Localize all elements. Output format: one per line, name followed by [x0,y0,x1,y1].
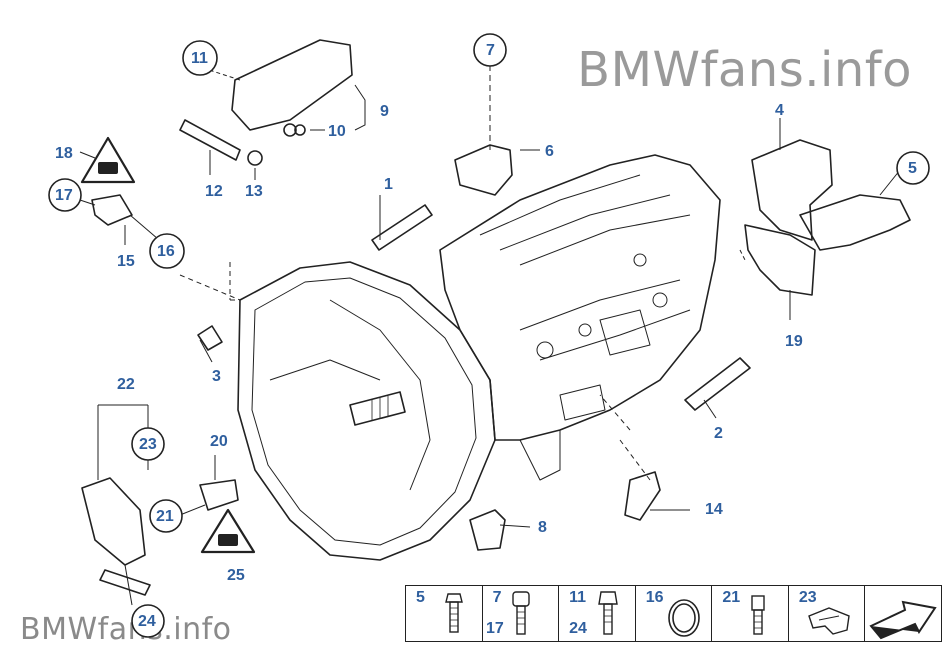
shield-22 [81,477,146,566]
part-label-2: 2 [714,425,723,442]
legend-cell-11-24: 11 24 [559,586,636,641]
legend-top-label: 16 [645,589,664,606]
legend-cell-arrow [865,586,941,641]
bell-housing [237,261,496,561]
mount-5 [799,194,911,251]
switch-14 [624,471,661,521]
part-label-10: 10 [328,123,346,140]
sensor-15 [91,194,133,226]
bolt-icon [445,593,463,633]
watermark-bottom: BMWfans.info [20,612,232,647]
part-label-16: 16 [157,243,175,260]
legend-top-label: 21 [722,589,741,606]
legend-cell-21: 21 [712,586,789,641]
part-label-22: 22 [117,376,135,393]
watermark-top: BMWfans.info [577,42,912,98]
part-label-21: 21 [156,508,174,525]
part-label-12: 12 [205,183,223,200]
part-label-25: 25 [227,567,245,584]
part-label-6: 6 [545,143,554,160]
bracket-19 [744,224,816,296]
bolt-icon [598,591,618,635]
part-label-15: 15 [117,253,135,270]
legend-top-label: 11 [569,589,587,606]
sensor-8 [469,509,506,551]
arrow-icon [869,600,938,640]
parts-legend-strip: 5 17 7 11 24 16 21 23 [405,585,942,642]
actuator-9 [231,39,353,131]
part-label-24: 24 [138,613,156,630]
legend-bottom-label: 24 [569,620,587,637]
part-label-23: 23 [139,436,157,453]
sensor-6 [454,144,513,196]
sensor-21 [199,479,239,511]
seal-ring-icon [667,599,700,637]
bolt-icon [511,591,530,635]
part-label-9: 9 [380,103,389,120]
part-label-14: 14 [705,501,723,518]
part-label-4: 4 [775,102,784,119]
part-label-17: 17 [55,187,73,204]
part-label-19: 19 [785,333,803,350]
stud-icon [751,595,766,635]
legend-cell-5-17: 5 17 [406,586,504,641]
gearbox-body [439,154,721,441]
legend-bottom-label: 17 [486,620,504,637]
part-label-5: 5 [908,160,917,177]
part-label-11: 11 [191,50,208,67]
legend-cell-16: 16 [636,586,713,641]
part-label-3: 3 [212,368,221,385]
legend-top-label: 23 [798,589,817,606]
legend-top-label: 5 [416,589,425,606]
legend-cell-7: 7 [483,586,560,641]
part-label-1: 1 [384,176,393,193]
part-label-18: 18 [55,145,73,162]
part-label-8: 8 [538,519,547,536]
legend-cell-23: 23 [789,586,866,641]
mount-4 [751,139,833,241]
part-label-20: 20 [210,433,228,450]
clip-icon [808,607,850,635]
part-label-13: 13 [245,183,263,200]
legend-top-label: 7 [492,589,502,606]
part-label-7: 7 [486,42,495,59]
